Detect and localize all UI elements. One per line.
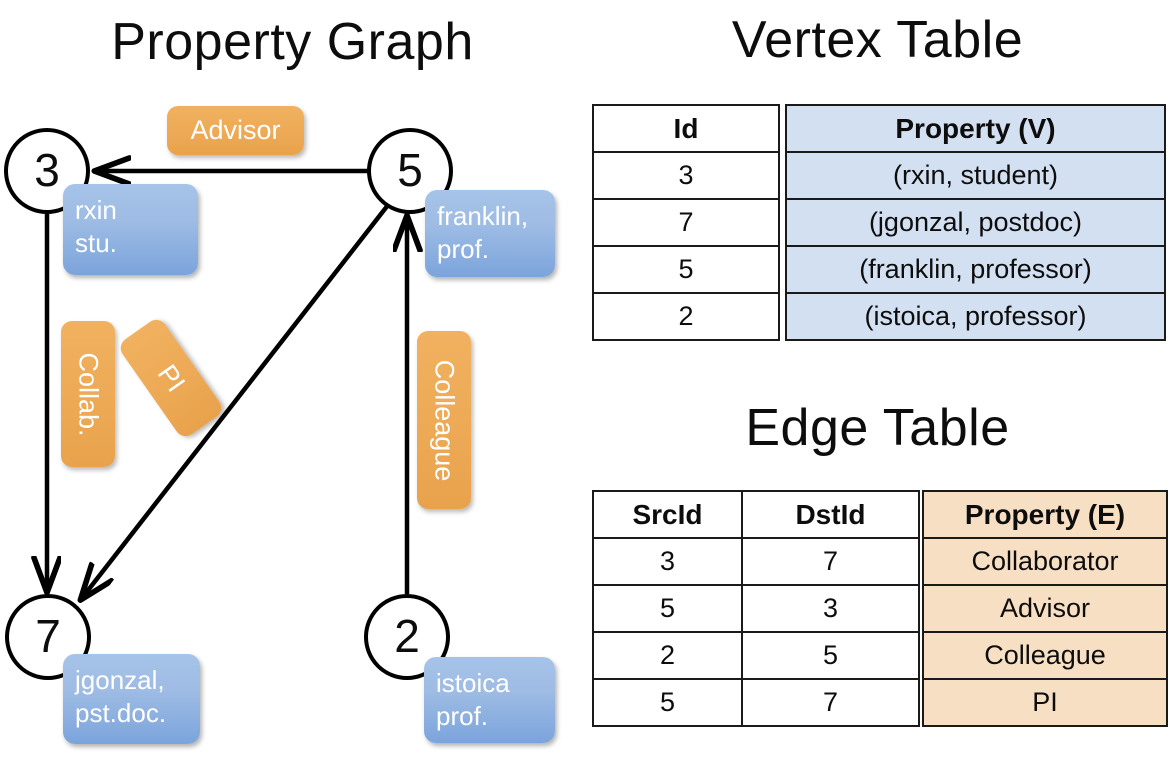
graph-edge-lines — [0, 0, 585, 760]
node-property-2-line1: istoica — [436, 668, 510, 698]
node-property-5-line2: prof. — [437, 233, 490, 264]
vertex-cell-id: 2 — [592, 292, 780, 341]
graph-node-5-label: 5 — [397, 144, 423, 196]
vertex-table-property-column: Property (V) (rxin, student) (jgonzal, p… — [785, 104, 1166, 341]
vertex-cell-property: (franklin, professor) — [785, 245, 1166, 294]
table-row: 5 — [592, 245, 780, 294]
table-header-row: SrcId DstId — [592, 490, 921, 539]
property-graph-diagram: 3 5 7 2 rxin stu. franklin, prof. jgonza… — [0, 0, 585, 760]
node-property-2-line2: prof. — [436, 700, 489, 731]
table-row: Collaborator — [922, 537, 1168, 586]
edge-cell-srcid: 5 — [592, 584, 743, 633]
table-row: (franklin, professor) — [785, 245, 1166, 294]
edge-label-pi-text: PI — [151, 358, 192, 397]
edge-cell-dstid: 7 — [740, 678, 921, 727]
graph-node-2[interactable]: 2 — [364, 594, 450, 680]
edge-label-collab-text: Collab. — [73, 351, 104, 437]
edge-cell-property: Advisor — [922, 584, 1168, 633]
edge-label-collab: Collab. — [61, 321, 115, 467]
edge-cell-srcid: 5 — [592, 678, 743, 727]
vertex-cell-id: 3 — [592, 151, 780, 200]
vertex-cell-property: (istoica, professor) — [785, 292, 1166, 341]
table-row: (istoica, professor) — [785, 292, 1166, 341]
vertex-cell-property: (jgonzal, postdoc) — [785, 198, 1166, 247]
edge-cell-srcid: 2 — [592, 631, 743, 680]
graph-node-2-label: 2 — [394, 610, 420, 662]
table-row: 2 — [592, 292, 780, 341]
edge-table-property-column: Property (E) Collaborator Advisor Collea… — [922, 490, 1168, 727]
table-row: 7 — [592, 198, 780, 247]
edge-header-srcid: SrcId — [592, 490, 743, 539]
vertex-cell-id: 7 — [592, 198, 780, 247]
edge-cell-dstid: 5 — [740, 631, 921, 680]
edge-cell-dstid: 3 — [740, 584, 921, 633]
node-property-5-line1: franklin, — [437, 201, 529, 231]
table-row: 5 3 — [592, 584, 921, 633]
table-row: (jgonzal, postdoc) — [785, 198, 1166, 247]
node-property-box-7: jgonzal, pst.doc. — [63, 654, 200, 744]
edge-line-5-to-7 — [82, 203, 390, 598]
vertex-cell-property: (rxin, student) — [785, 151, 1166, 200]
table-row: (rxin, student) — [785, 151, 1166, 200]
page-title-property-graph: Property Graph — [111, 13, 474, 71]
edge-cell-dstid: 7 — [740, 537, 921, 586]
edge-cell-property: PI — [922, 678, 1168, 727]
table-header-row: Id — [592, 104, 780, 153]
vertex-table-id-column: Id 3 7 5 2 — [592, 104, 780, 341]
node-property-7-line1: jgonzal, — [75, 665, 165, 695]
table-row: 5 7 — [592, 678, 921, 727]
graph-node-7-label: 7 — [35, 610, 61, 662]
page-title-vertex-table: Vertex Table — [731, 11, 1024, 69]
graph-node-5[interactable]: 5 — [367, 128, 453, 214]
table-row: Colleague — [922, 631, 1168, 680]
table-row: Advisor — [922, 584, 1168, 633]
vertex-header-property: Property (V) — [785, 104, 1166, 153]
edge-cell-property: Colleague — [922, 631, 1168, 680]
table-row: PI — [922, 678, 1168, 727]
edge-label-advisor: Advisor — [167, 106, 304, 155]
node-property-7-line2: pst.doc. — [75, 697, 167, 728]
edge-label-colleague-text: Colleague — [429, 359, 460, 481]
edge-label-colleague: Colleague — [417, 331, 471, 509]
graph-node-3-label: 3 — [34, 144, 60, 196]
table-row: 2 5 — [592, 631, 921, 680]
table-row: 3 7 — [592, 537, 921, 586]
edge-cell-property: Collaborator — [922, 537, 1168, 586]
node-property-3-line1: rxin — [75, 195, 117, 225]
table-row: 3 — [592, 151, 780, 200]
edge-table-src-dst-columns: SrcId DstId 3 7 5 3 2 5 5 7 — [592, 490, 921, 727]
table-header-row: Property (V) — [785, 104, 1166, 153]
vertex-cell-id: 5 — [592, 245, 780, 294]
edge-header-property: Property (E) — [922, 490, 1168, 539]
edge-cell-srcid: 3 — [592, 537, 743, 586]
table-header-row: Property (E) — [922, 490, 1168, 539]
edge-header-dstid: DstId — [740, 490, 921, 539]
node-property-box-5: franklin, prof. — [425, 190, 555, 277]
page-title-edge-table: Edge Table — [745, 399, 1010, 457]
node-property-box-2: istoica prof. — [424, 657, 555, 743]
vertex-header-id: Id — [592, 104, 780, 153]
node-property-box-3: rxin stu. — [63, 184, 198, 275]
edge-label-advisor-text: Advisor — [190, 115, 281, 145]
node-property-3-line2: stu. — [75, 227, 117, 258]
